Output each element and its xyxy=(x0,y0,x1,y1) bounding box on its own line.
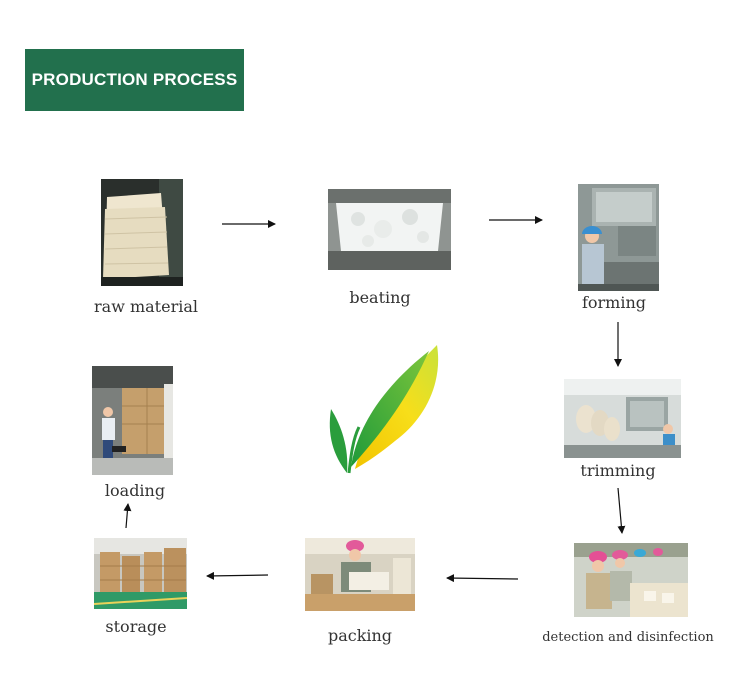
leaf-logo-icon xyxy=(329,345,439,474)
step-label-detection-and-disinfection: detection and disinfection xyxy=(542,630,714,645)
step-label-beating: beating xyxy=(349,288,411,307)
step-label-loading: loading xyxy=(104,481,166,500)
detection-photo xyxy=(574,543,688,617)
page-title: PRODUCTION PROCESS xyxy=(25,49,244,111)
beating-photo xyxy=(328,189,451,270)
trimming-photo xyxy=(564,379,681,458)
storage-photo xyxy=(94,538,187,609)
step-label-packing: packing xyxy=(327,626,393,645)
step-label-trimming: trimming xyxy=(580,461,656,480)
arrow-trimming-to-detection xyxy=(617,487,626,534)
page-title-text: PRODUCTION PROCESS xyxy=(31,70,238,89)
arrow-packing-to-storage xyxy=(206,571,269,580)
raw-material-photo xyxy=(101,179,183,286)
step-label-forming: forming xyxy=(581,293,647,312)
step-label-raw-material: raw material xyxy=(94,297,198,316)
arrow-storage-to-loading xyxy=(123,503,132,529)
arrow-detection-to-packing xyxy=(446,574,519,583)
step-label-storage: storage xyxy=(105,617,167,636)
loading-photo xyxy=(92,366,173,475)
packing-photo xyxy=(305,538,415,611)
forming-photo xyxy=(578,184,659,291)
